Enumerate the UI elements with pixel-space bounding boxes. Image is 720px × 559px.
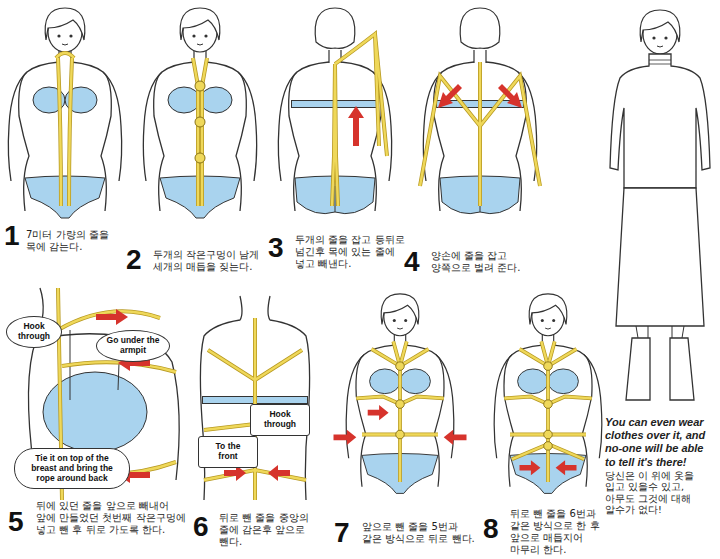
step-number: 8 (483, 515, 499, 543)
dressed-figure-part (657, 46, 663, 47)
dressed-figure-part (610, 54, 710, 188)
step-number: 5 (8, 508, 24, 536)
step-4-figure-part (498, 84, 522, 108)
step-caption: 7미터 가량의 줄을 목에 감는다. (26, 229, 126, 253)
step-caption: 두개의 줄을 잡고 등뒤로 넘긴후 목에 있는 줄에 넣고 빼낸다. (295, 234, 405, 270)
dressed-figure-part (636, 326, 684, 338)
dressed-figure-part (616, 188, 704, 326)
step-caption: 앞으로 뺀 줄을 5번과 같은 방식으로 뒤로 뺀다. (362, 521, 478, 545)
step-number: 1 (4, 222, 20, 250)
dressed-figure (610, 10, 710, 400)
step-caption: 뒤로 뺀 줄을 6번과 같은 방식으로 한 후 앞으로 매듭지어 마무리 한다. (510, 508, 614, 556)
label-box: Hook through (250, 404, 310, 436)
step-8-figure-part (520, 460, 541, 475)
step-3-figure (278, 8, 391, 214)
step-4-figure-part (438, 84, 462, 108)
step-number: 4 (404, 248, 420, 276)
step-8-figure-part (544, 442, 553, 451)
step-1-figure-part (8, 8, 121, 218)
step-8-figure-part (494, 294, 602, 494)
step-8-figure-part (544, 400, 553, 409)
bubble-text: Tie it on top of the breast and bring th… (23, 454, 121, 483)
step-7-figure-part (346, 294, 454, 494)
step-caption: 두개의 작은구멍이 남게 세개의 매듭을 짖는다. (153, 249, 265, 273)
step-1-figure-part (56, 53, 74, 206)
bubble-text: Go under the armpit (105, 336, 161, 356)
step-number: 3 (268, 234, 284, 262)
step-7-figure-part (356, 341, 443, 482)
bubble-text: Hook through (15, 322, 53, 342)
step-2-figure-part (195, 117, 205, 127)
step-number: 2 (126, 246, 142, 274)
step-7-figure-part (396, 430, 405, 439)
step-5-closeup-part (96, 309, 128, 325)
step-1-figure-part (56, 53, 74, 206)
note-text: You can even wear clothes over it, and n… (605, 416, 715, 469)
step-8-figure (494, 294, 602, 494)
step-caption: 뒤에 있던 줄을 앞으로 빼내어 앞에 만들었던 첫번째 작은구멍에 넣고 뺀 … (36, 500, 186, 536)
step-2-figure-part (195, 153, 205, 163)
step-7-figure-part (444, 430, 467, 445)
step-7-figure-part (396, 362, 405, 371)
step-2-figure-part (143, 8, 256, 218)
step-6-closeup (200, 296, 309, 500)
step-3-figure-part (278, 8, 391, 214)
step-2-figure-part (195, 81, 205, 91)
step-7-figure-part (356, 341, 443, 482)
step-7-figure-part (396, 400, 405, 409)
step-number: 6 (193, 513, 209, 541)
step-3-figure-part (332, 34, 387, 206)
step-6-closeup-part (200, 296, 309, 500)
label-box: To the front (198, 436, 258, 468)
step-4-figure-part (420, 62, 540, 206)
speech-bubble: Go under the armpit (96, 330, 170, 362)
bubble-text: To the front (207, 442, 249, 462)
step-caption: 뒤로 뺀 줄을 중앙의 줄에 감은후 앞으로 뺀다. (219, 512, 327, 548)
step-4-figure (420, 8, 540, 214)
step-4-figure-part (420, 62, 540, 206)
step-8-figure-part (556, 460, 577, 475)
step-number: 7 (334, 519, 350, 547)
step-7-figure-part (368, 405, 389, 420)
step-1-figure (8, 8, 121, 218)
step-8-figure-part (504, 341, 591, 482)
dressed-figure-part (626, 338, 694, 400)
step-caption: 당신은 이 위에 옷을 입고 있을수 있고, 아무도 그것에 대해 알수가 없다… (605, 470, 715, 516)
step-7-figure (334, 294, 467, 494)
bubble-text: Hook through (259, 410, 301, 430)
step-8-figure-part (544, 430, 553, 439)
dressed-figure-part (649, 60, 671, 64)
step-2-figure-part (193, 58, 207, 206)
step-2-figure (143, 8, 256, 218)
step-3-figure-part (332, 34, 387, 206)
step-caption: 양손에 줄을 잡고 양쪽으로 벌려 준다. (431, 250, 549, 274)
dressed-figure-part (664, 36, 667, 39)
speech-bubble: Hook through (6, 316, 62, 348)
step-2-figure-part (193, 58, 207, 206)
step-8-figure-part (544, 362, 553, 371)
dressed-figure-part (652, 36, 655, 39)
step-8-figure-part (504, 341, 591, 482)
dressed-figure-part (640, 10, 680, 42)
speech-bubble: Tie it on top of the breast and bring th… (14, 448, 130, 489)
step-6-closeup-part (268, 465, 290, 481)
step-7-figure-part (334, 430, 357, 445)
step-3-figure-part (348, 106, 364, 146)
